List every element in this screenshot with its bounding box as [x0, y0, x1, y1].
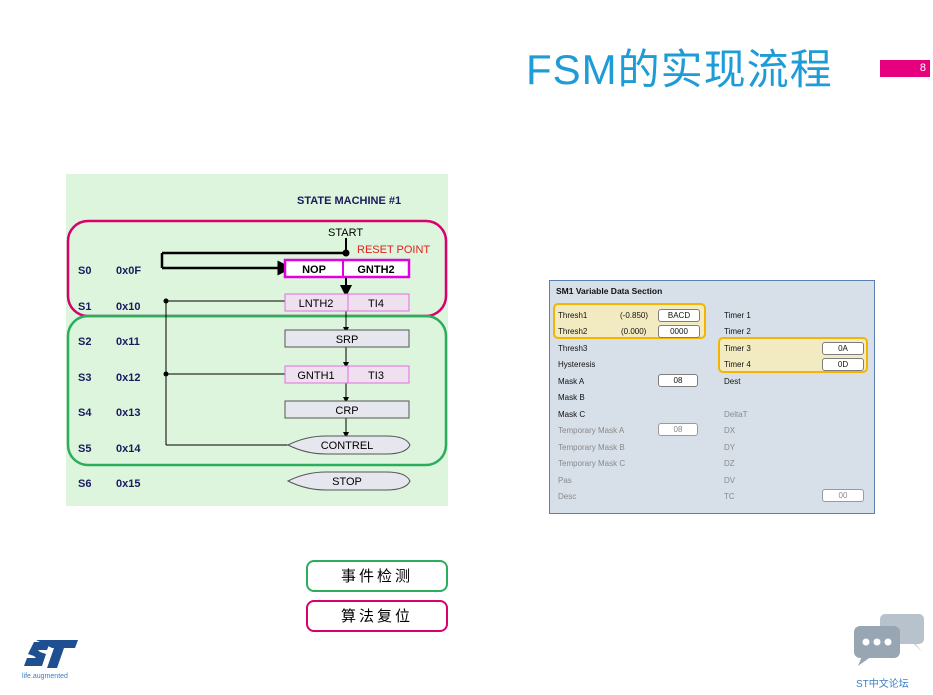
state-id: S0	[78, 265, 91, 277]
page-number-badge: 8	[880, 60, 930, 77]
event-region	[66, 314, 448, 467]
label-timer4: Timer 4	[724, 360, 751, 369]
state-id: S4	[78, 407, 92, 419]
label-tc: TC	[724, 492, 735, 501]
fsm-title: STATE MACHINE #1	[297, 195, 401, 207]
reset-point-label: RESET POINT	[357, 244, 430, 256]
state-addr: 0x13	[116, 407, 140, 419]
field-thresh1[interactable]: BACD	[658, 309, 700, 322]
state-addr: 0x10	[116, 301, 140, 313]
state-addr: 0x11	[116, 336, 140, 348]
label-timer3: Timer 3	[724, 344, 751, 353]
field-temp-mask-a[interactable]: 08	[658, 423, 698, 436]
s2-op: SRP	[336, 334, 359, 346]
label-temp-mask-b: Temporary Mask B	[558, 443, 625, 452]
field-tc[interactable]: 00	[822, 489, 864, 502]
state-addr: 0x15	[116, 478, 140, 490]
label-mask-c: Mask C	[558, 410, 586, 419]
label-thresh3: Thresh3	[558, 344, 588, 353]
value-thresh2: (0.000)	[621, 327, 647, 336]
label-deltat: DeltaT	[724, 410, 748, 419]
label-thresh2: Thresh2	[558, 327, 588, 336]
state-id: S2	[78, 336, 91, 348]
label-temp-mask-c: Temporary Mask C	[558, 459, 626, 468]
s0-op-b: GNTH2	[357, 264, 394, 276]
legend-algorithm-reset: 算法复位	[306, 600, 448, 632]
start-label: START	[328, 227, 363, 239]
state-id: S5	[78, 443, 91, 455]
s0-op-a: NOP	[302, 264, 326, 276]
label-mask-b: Mask B	[558, 393, 585, 402]
state-id: S1	[78, 301, 91, 313]
value-thresh1: (-0.850)	[620, 311, 649, 320]
s5-op: CONTREL	[321, 440, 374, 452]
state-addr: 0x12	[116, 372, 140, 384]
slide-title: FSM的实现流程	[526, 46, 833, 93]
st-logo-icon	[24, 640, 78, 668]
state-addr: 0x14	[116, 443, 141, 455]
label-dx: DX	[724, 426, 736, 435]
label-dz: DZ	[724, 459, 735, 468]
state-id: S3	[78, 372, 91, 384]
label-timer1: Timer 1	[724, 311, 751, 320]
s1-instruction-box	[284, 293, 410, 312]
variable-data-section: SM1 Variable Data Section Thresh1 (-0.85…	[549, 280, 875, 514]
s1-op-a: LNTH2	[299, 298, 334, 310]
chat-bubble-icon[interactable]	[852, 612, 926, 670]
field-timer4[interactable]: 0D	[822, 358, 864, 371]
label-dest: Dest	[724, 377, 741, 386]
label-mask-a: Mask A	[558, 377, 585, 386]
s1-op-b: TI4	[368, 298, 384, 310]
state-id: S6	[78, 478, 91, 490]
s4-instruction-box	[284, 400, 410, 419]
label-thresh1: Thresh1	[558, 311, 588, 320]
s6-stop-shape	[286, 471, 411, 491]
field-thresh2[interactable]: 0000	[658, 325, 700, 338]
label-dv: DV	[724, 476, 736, 485]
state-machine-diagram: STATE MACHINE #1 START RESET POINT S0 0x…	[66, 195, 448, 491]
legend-event-detection: 事件检测	[306, 560, 448, 592]
s3-op-b: TI3	[368, 370, 384, 382]
field-timer3[interactable]: 0A	[822, 342, 864, 355]
s2-instruction-box	[284, 329, 410, 348]
s3-op-a: GNTH1	[297, 370, 334, 382]
label-pas: Pas	[558, 476, 572, 485]
section-title: SM1 Variable Data Section	[556, 286, 663, 296]
s0-instruction-box	[283, 258, 411, 279]
tagline: life.augmented	[22, 673, 68, 680]
state-addr: 0x0F	[116, 265, 141, 277]
s3-instruction-box	[284, 365, 410, 384]
label-temp-mask-a: Temporary Mask A	[558, 426, 625, 435]
label-desc: Desc	[558, 492, 577, 501]
s5-contrel-shape	[286, 435, 411, 455]
label-hysteresis: Hysteresis	[558, 360, 596, 369]
field-mask-a[interactable]: 08	[658, 374, 698, 387]
forum-label[interactable]: ST中文论坛	[856, 679, 909, 690]
label-timer2: Timer 2	[724, 327, 751, 336]
s4-op: CRP	[335, 405, 358, 417]
label-dy: DY	[724, 443, 736, 452]
s6-op: STOP	[332, 476, 362, 488]
